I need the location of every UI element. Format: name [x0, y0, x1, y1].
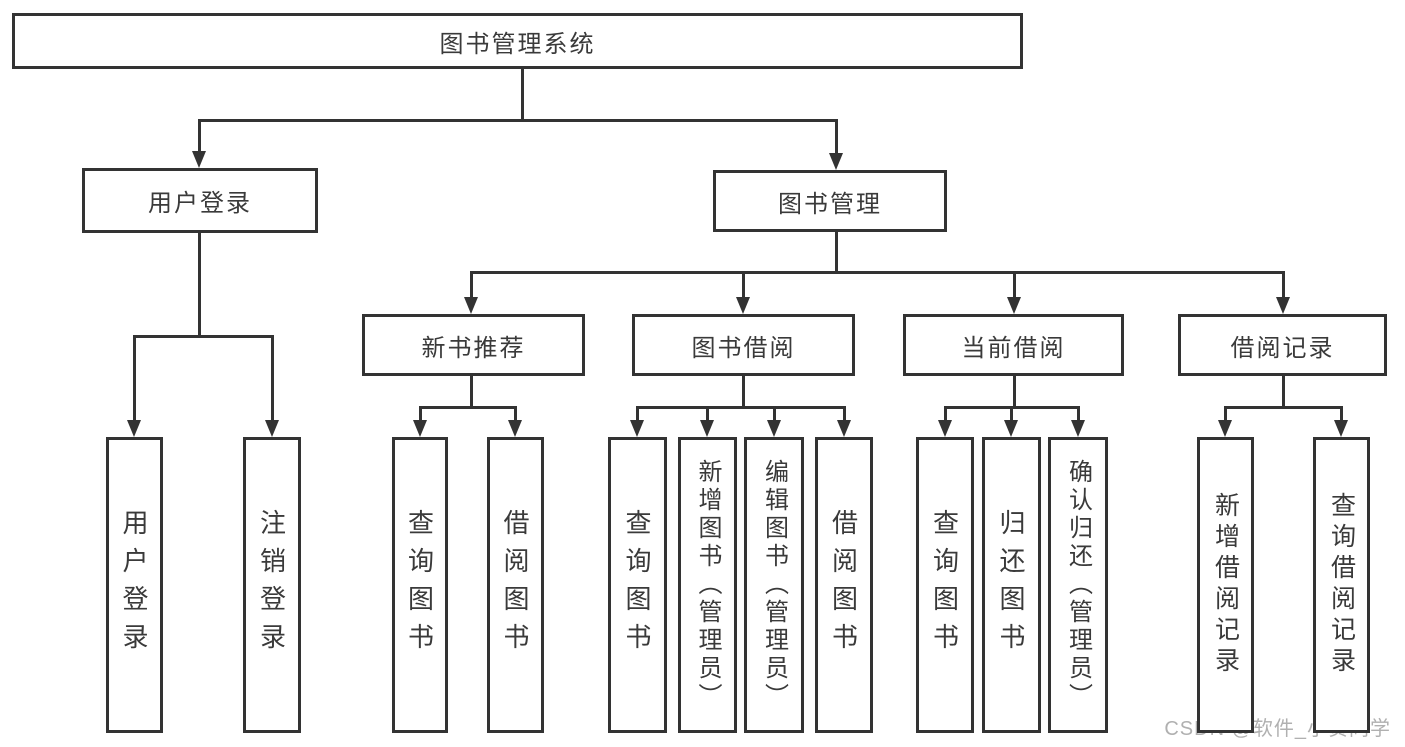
- node-label: 编辑图书（管理员）: [760, 459, 788, 711]
- connector-line: [943, 407, 947, 421]
- connector-line: [513, 407, 517, 421]
- node-leaf-query-book-3: 查询图书: [916, 437, 974, 733]
- connector-line: [197, 233, 201, 336]
- node-leaf-logout: 注销登录: [243, 437, 301, 733]
- connector-line: [132, 336, 136, 421]
- connector-line: [469, 270, 1285, 274]
- node-book-borrow: 图书借阅: [632, 314, 855, 376]
- arrow-down-icon: [192, 151, 206, 168]
- arrow-down-icon: [630, 420, 644, 437]
- node-label: 查询图书: [622, 509, 652, 661]
- connector-line: [772, 407, 776, 421]
- connector-line: [1012, 272, 1016, 298]
- arrow-down-icon: [837, 420, 851, 437]
- node-label: 注销登录: [256, 509, 287, 661]
- node-label: 查询图书: [929, 509, 960, 661]
- node-label: 查询借阅记录: [1327, 492, 1356, 678]
- connector-line: [834, 120, 838, 154]
- node-root: 图书管理系统: [12, 13, 1023, 69]
- connector-line: [197, 120, 201, 152]
- connector-line: [270, 336, 274, 421]
- node-leaf-user-login: 用户登录: [106, 437, 163, 733]
- node-user-login: 用户登录: [82, 168, 318, 233]
- arrow-down-icon: [938, 420, 952, 437]
- connector-line: [1076, 407, 1080, 421]
- connector-line: [418, 407, 422, 421]
- node-leaf-add-record: 新增借阅记录: [1197, 437, 1254, 733]
- arrow-down-icon: [1218, 420, 1232, 437]
- connector-line: [635, 407, 639, 421]
- node-label: 当前借阅: [961, 334, 1066, 362]
- connector-line: [1009, 407, 1013, 421]
- node-label: 图书管理: [778, 190, 882, 218]
- arrow-down-icon: [767, 420, 781, 437]
- arrow-down-icon: [1334, 420, 1348, 437]
- node-label: 新增借阅记录: [1211, 492, 1240, 678]
- node-label: 图书借阅: [691, 334, 796, 362]
- node-leaf-return-book: 归还图书: [982, 437, 1041, 733]
- node-label: 归还图书: [996, 509, 1026, 661]
- node-leaf-borrow-book-2: 借阅图书: [815, 437, 873, 733]
- arrow-down-icon: [127, 420, 141, 437]
- node-label: 用户登录: [148, 190, 252, 217]
- connector-line: [469, 272, 473, 298]
- node-label: 确认归还（管理员）: [1064, 459, 1092, 711]
- arrow-down-icon: [464, 297, 478, 314]
- arrow-down-icon: [1007, 297, 1021, 314]
- connector-line: [1223, 405, 1343, 409]
- node-current-borrow: 当前借阅: [903, 314, 1124, 376]
- node-new-book-rec: 新书推荐: [362, 314, 585, 376]
- node-label: 借阅图书: [828, 509, 859, 661]
- node-leaf-borrow-book-1: 借阅图书: [487, 437, 544, 733]
- connector-line: [418, 405, 517, 409]
- arrow-down-icon: [1004, 420, 1018, 437]
- node-label: 新增图书（管理员）: [694, 459, 721, 711]
- connector-line: [1281, 272, 1285, 298]
- node-label: 借阅图书: [500, 509, 530, 661]
- arrow-down-icon: [829, 153, 843, 170]
- arrow-down-icon: [413, 420, 427, 437]
- node-label: 新书推荐: [421, 334, 526, 362]
- node-label: 图书管理系统: [439, 30, 596, 58]
- connector-line: [1281, 376, 1285, 407]
- connector-line: [741, 272, 745, 298]
- node-leaf-edit-book: 编辑图书（管理员）: [744, 437, 804, 733]
- connector-line: [1012, 376, 1016, 407]
- connector-line: [197, 118, 838, 122]
- connector-line: [520, 69, 524, 120]
- node-label: 借阅记录: [1230, 334, 1335, 362]
- connector-line: [1223, 407, 1227, 421]
- connector-line: [1339, 407, 1343, 421]
- node-borrow-records: 借阅记录: [1178, 314, 1387, 376]
- arrow-down-icon: [1276, 297, 1290, 314]
- arrow-down-icon: [265, 420, 279, 437]
- node-leaf-query-record: 查询借阅记录: [1313, 437, 1370, 733]
- connector-line: [834, 232, 838, 272]
- arrow-down-icon: [700, 420, 714, 437]
- node-leaf-add-book: 新增图书（管理员）: [678, 437, 737, 733]
- arrow-down-icon: [1071, 420, 1085, 437]
- connector-line: [635, 405, 846, 409]
- connector-line: [741, 376, 745, 407]
- node-book-mgmt: 图书管理: [713, 170, 947, 232]
- node-leaf-confirm-return: 确认归还（管理员）: [1048, 437, 1108, 733]
- node-label: 用户登录: [119, 509, 149, 661]
- connector-line: [842, 407, 846, 421]
- arrow-down-icon: [508, 420, 522, 437]
- connector-line: [705, 407, 709, 421]
- node-label: 查询图书: [404, 509, 435, 661]
- arrow-down-icon: [736, 297, 750, 314]
- node-leaf-query-book-2: 查询图书: [608, 437, 667, 733]
- connector-line: [469, 376, 473, 407]
- node-leaf-query-book-1: 查询图书: [392, 437, 448, 733]
- connector-line: [132, 334, 274, 338]
